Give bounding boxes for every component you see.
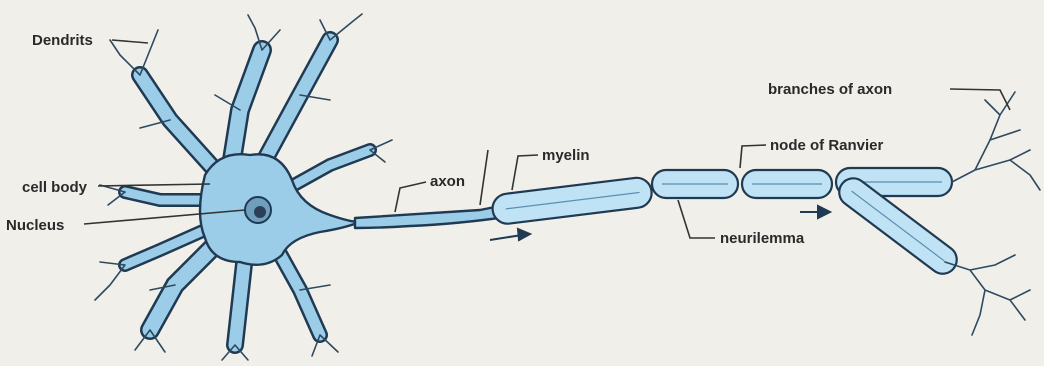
- label-node-of-ranvier: node of Ranvier: [740, 137, 884, 168]
- neuron-cell: [95, 14, 392, 360]
- svg-text:cell body: cell body: [22, 179, 88, 196]
- myelin-sheath: [491, 168, 962, 279]
- label-axon: axon: [395, 173, 465, 212]
- nucleus: [245, 197, 271, 223]
- svg-text:neurilemma: neurilemma: [720, 230, 805, 247]
- svg-text:axon: axon: [430, 173, 465, 190]
- svg-text:branches of axon: branches of axon: [768, 81, 892, 98]
- label-branches-of-axon: branches of axon: [768, 81, 1010, 110]
- cell-body-shape: [200, 154, 360, 265]
- svg-text:Nucleus: Nucleus: [6, 217, 64, 234]
- label-dendrits: Dendrits: [32, 32, 148, 49]
- label-neurilemma: neurilemma: [678, 200, 805, 247]
- axon-branches: [945, 92, 1040, 335]
- svg-text:node of Ranvier: node of Ranvier: [770, 137, 884, 154]
- svg-text:Dendrits: Dendrits: [32, 32, 93, 49]
- svg-text:myelin: myelin: [542, 147, 590, 164]
